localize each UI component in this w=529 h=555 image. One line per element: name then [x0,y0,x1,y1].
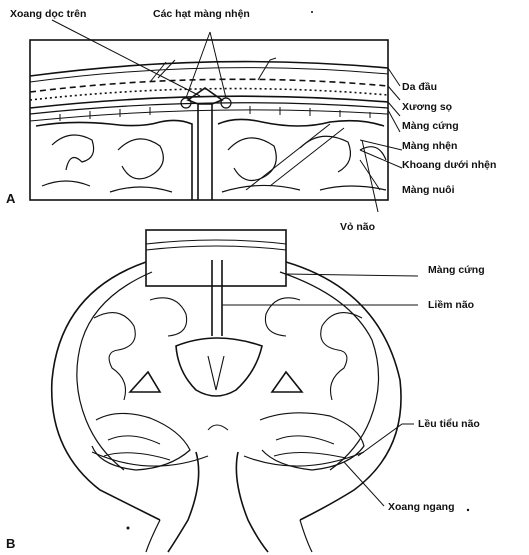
right-ventricle-triangle [272,372,302,392]
left-hemisphere-cortex [77,272,152,470]
right-cerebellum [260,413,364,470]
panel-b-inset [146,230,286,286]
dura-layer [30,96,388,108]
label-falx-cerebri: Liềm não [428,299,474,311]
label-arachnoid: Màng nhện [402,140,457,152]
lateral-ventricles [176,338,262,396]
label-dura-b: Màng cứng [428,264,485,276]
label-superior-sagittal-sinus: Xoang dọc trên [10,8,86,20]
panel-a-letter: A [6,192,15,206]
label-tentorium: Lều tiểu não [418,418,480,430]
panel-b-drawing [52,230,401,552]
brainstem-left [168,452,199,552]
left-cortex [36,120,192,200]
panel-b-letter: B [6,537,15,551]
label-skull: Xương sọ [402,101,452,113]
label-transverse-sinus: Xoang ngang [388,501,455,513]
panel-a-leaders [52,20,402,212]
panel-a-drawing [30,40,388,200]
left-cerebellum [92,413,190,470]
left-ventricle-triangle [130,372,160,392]
label-subarachnoid-space: Khoang dưới nhện [402,159,496,171]
label-arachnoid-granulations: Các hạt màng nhện [153,8,250,20]
dura-outline-left [52,262,160,520]
falx-a [198,104,212,200]
falx-cerebri [212,260,222,336]
panel-b-leaders [222,274,418,506]
right-hemisphere-cortex [280,272,379,470]
label-pia: Màng nuôi [402,184,455,196]
dura-outline-right [286,262,401,520]
label-scalp: Da đầu [402,81,437,93]
scalp-line [30,62,388,76]
brainstem-right [236,452,268,552]
label-dura-a: Màng cứng [402,120,459,132]
pia-layer [30,110,388,121]
right-cortex [218,119,384,126]
label-cortex: Vỏ não [340,221,375,233]
